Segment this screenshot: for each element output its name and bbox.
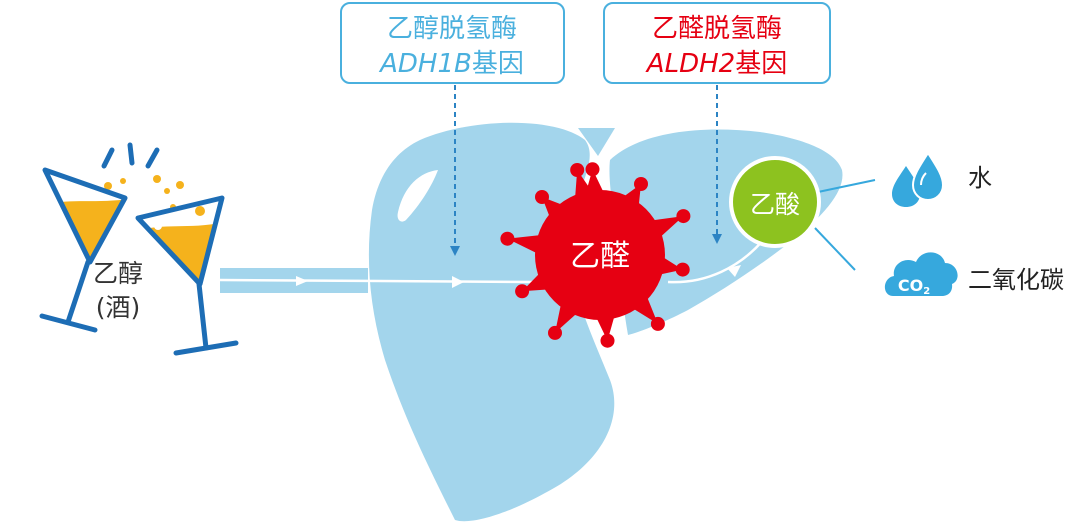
enzyme-adh-gene-suffix: 基因 — [472, 49, 524, 79]
acetaldehyde-spike-tip — [634, 177, 648, 191]
link-to-co2 — [814, 227, 856, 271]
enzyme-aldh-name: 乙醛脱氢酶 — [652, 14, 782, 44]
enzyme-adh-gene: ADH1B — [378, 49, 472, 79]
acetic-acid-label: 乙酸 — [750, 190, 800, 219]
acetic-acid-node: 乙酸 — [729, 156, 876, 271]
blood-vessel — [219, 237, 766, 293]
flow-arrow-1 — [296, 276, 308, 286]
water-label: 水 — [968, 164, 992, 192]
enzyme-adh-gene-line: ADH1B基因 — [378, 49, 524, 79]
ethanol-sublabel: (酒) — [96, 293, 141, 322]
acetaldehyde-core — [535, 190, 665, 320]
flow-arrow-2 — [452, 276, 464, 288]
acetaldehyde-spike-tip — [585, 162, 600, 177]
acetaldehyde-spike-tip — [548, 325, 562, 340]
acetaldehyde-spike-tip — [675, 262, 690, 277]
enzyme-adh-box: 乙醇脱氢酶 ADH1B基因 — [340, 2, 565, 84]
enzyme-aldh-gene-line: ALDH2基因 — [645, 49, 787, 79]
enzyme-aldh-pointer-head — [712, 234, 722, 244]
link-to-water — [817, 179, 876, 193]
co2-icon-text: CO2 — [898, 276, 930, 297]
enzyme-aldh-gene: ALDH2 — [645, 49, 735, 79]
enzyme-adh-pointer-head — [450, 246, 460, 256]
acetaldehyde-spike-tip — [500, 231, 515, 246]
liver-fold-highlight — [397, 170, 438, 222]
water-drops-icon — [892, 151, 945, 207]
acetaldehyde-molecule: 乙醛 — [500, 162, 691, 348]
co2-label: 二氧化碳 — [968, 266, 1064, 294]
flow-path-to-acetic-acid — [667, 237, 766, 284]
gallbladder-notch — [578, 128, 615, 156]
enzyme-adh-name: 乙醇脱氢酶 — [387, 14, 517, 44]
acetaldehyde-spike-tip — [515, 284, 530, 299]
co2-cloud-icon: CO2 — [884, 252, 958, 297]
acetaldehyde-spike-tip — [570, 163, 585, 177]
co2-icon-subscript: 2 — [923, 286, 930, 297]
co2-icon-main: CO — [898, 276, 923, 295]
acetaldehyde-label: 乙醛 — [570, 239, 630, 274]
flow-arrow-3 — [727, 265, 741, 277]
acetaldehyde-spike-tips — [500, 162, 691, 348]
acetaldehyde-spike-tip — [650, 316, 665, 331]
acetaldehyde-spike-tip — [676, 209, 691, 224]
ethanol-label: 乙醇 — [93, 259, 143, 288]
enzyme-aldh-box: 乙醛脱氢酶 ALDH2基因 — [603, 2, 831, 84]
enzyme-aldh-gene-suffix: 基因 — [735, 49, 787, 79]
acetaldehyde-spike-tip — [535, 190, 549, 204]
acetaldehyde-spike-tip — [600, 333, 615, 348]
